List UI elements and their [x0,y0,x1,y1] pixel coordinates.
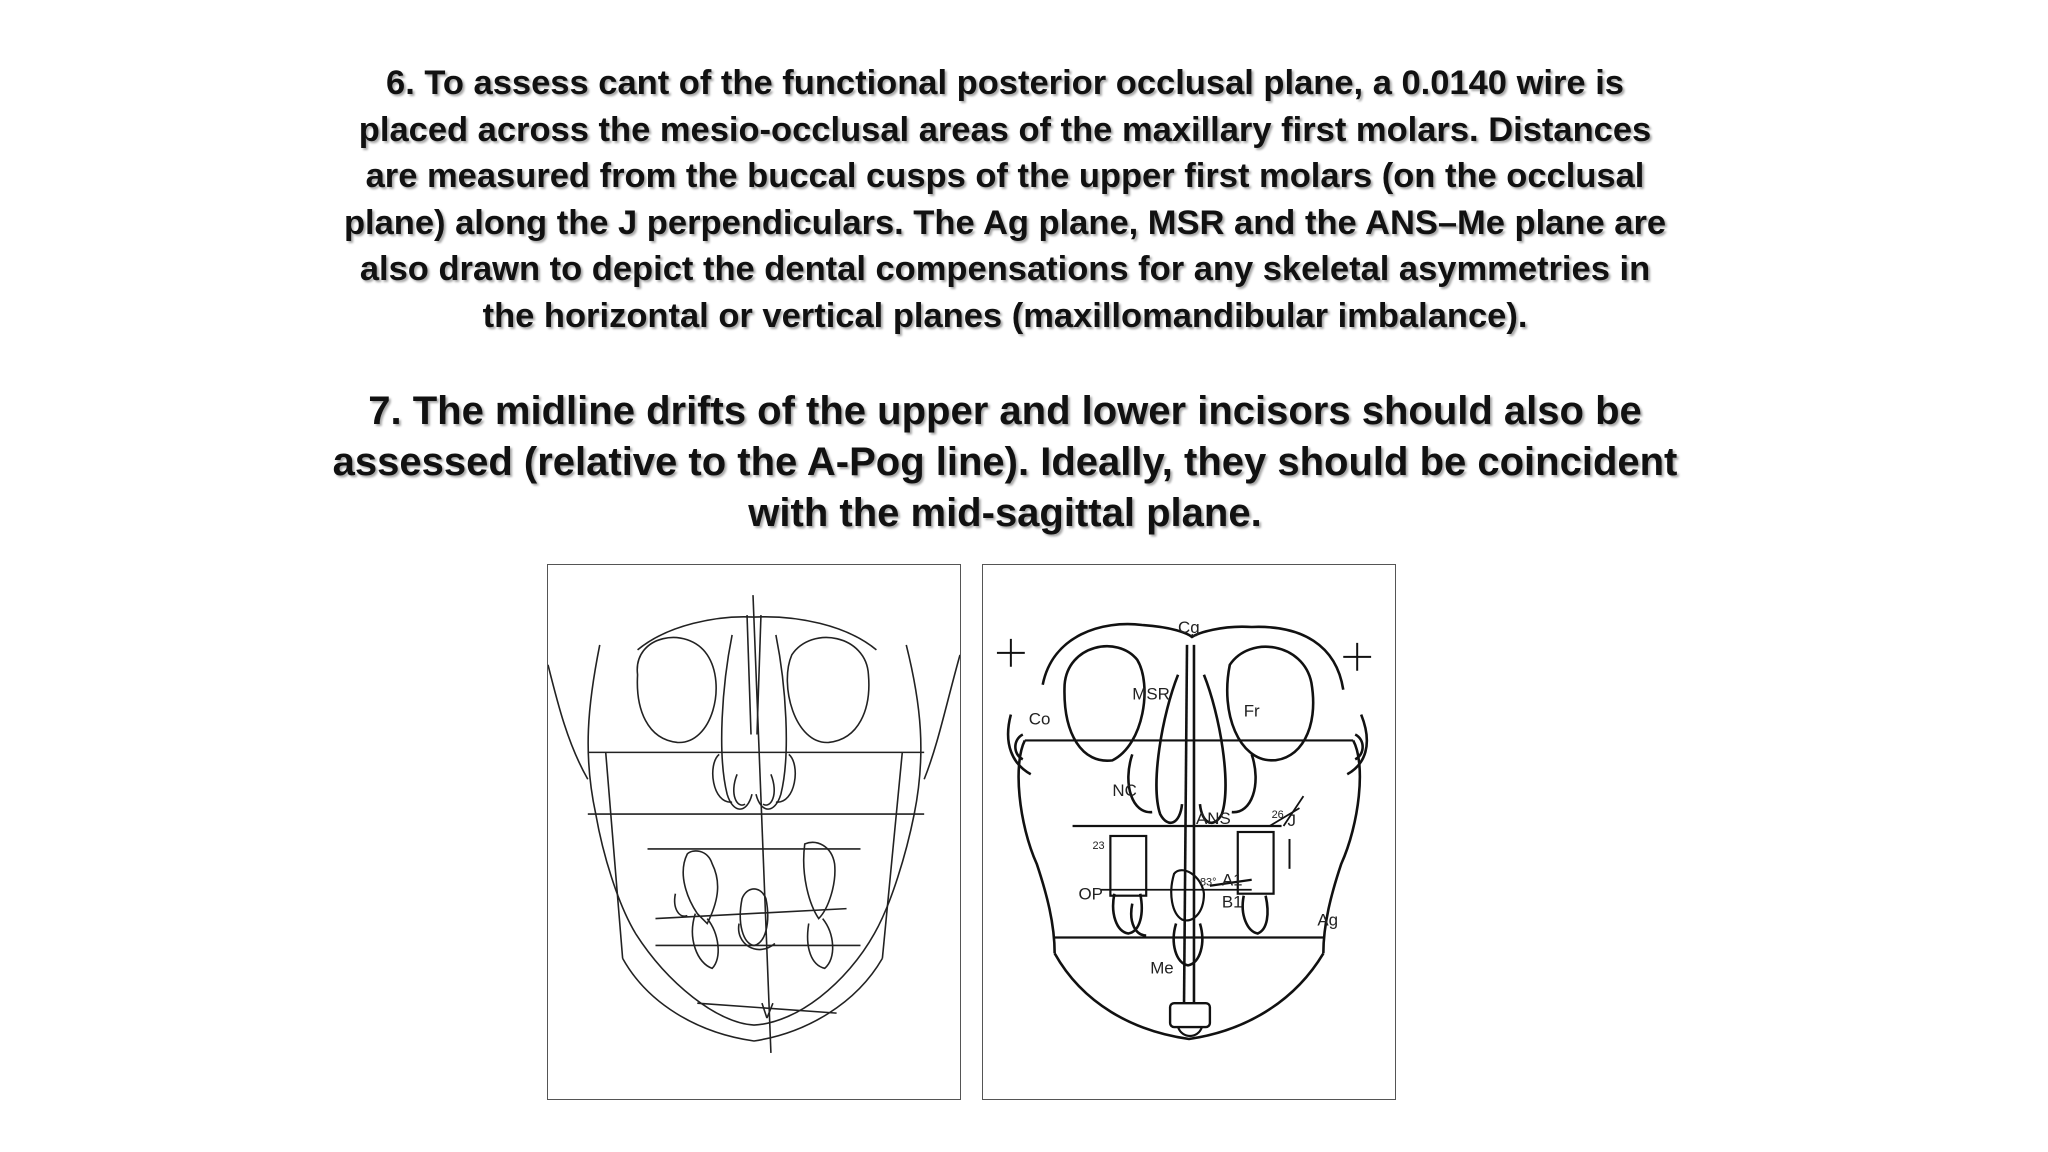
label-fr: Fr [1244,702,1260,721]
skull-tracing-left [548,595,960,1053]
label-ag: Ag [1317,911,1338,930]
label-b1: B1 [1222,893,1243,912]
label-26: 26 [1272,809,1284,821]
label-ans: ANS [1196,809,1231,828]
label-83: 83° [1200,877,1217,889]
frontal-ceph-tracing-right: Cg MSR Fr Co NC ANS 26 J 23 A1 OP 83° B1… [982,564,1396,1100]
label-a1: A1 [1222,871,1243,890]
label-cg: Cg [1178,618,1200,637]
frontal-ceph-tracing-left [547,564,961,1100]
paragraph-6: 6. To assess cant of the functional post… [343,64,1667,335]
label-j: J [1288,811,1296,830]
paragraph-7: 7. The midline drifts of the upper and l… [332,389,1678,535]
label-msr: MSR [1132,685,1170,704]
label-me: Me [1150,958,1174,977]
label-nc: NC [1112,781,1136,800]
label-23: 23 [1092,840,1104,852]
label-op: OP [1079,885,1103,904]
label-co: Co [1029,710,1051,729]
skull-tracing-right: Cg MSR Fr Co NC ANS 26 J 23 A1 OP 83° B1… [996,618,1372,1041]
